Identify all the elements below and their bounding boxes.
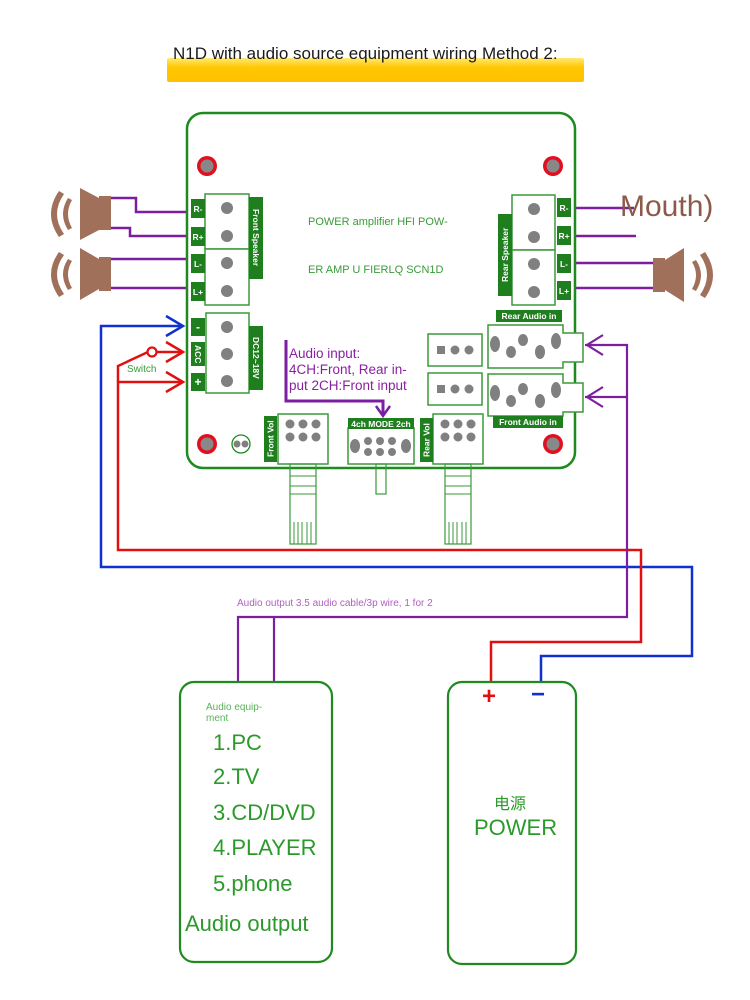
- board-label-line2: ER AMP U FIERLQ SCN1D: [308, 264, 444, 276]
- pin-rear-r-plus: R+: [557, 226, 571, 245]
- power-label-cn: 电源: [494, 796, 527, 813]
- rear-speaker-terminal: [511, 194, 556, 306]
- arrow-ground: [165, 314, 186, 338]
- board-label-line1: POWER amplifier HFI POW-: [308, 216, 448, 228]
- audio-input-pointer: [284, 340, 385, 414]
- arrow-acc: [165, 340, 186, 364]
- mounting-hole-icon: [197, 434, 217, 454]
- front-vol-potentiometer: [277, 413, 329, 545]
- equipment-item: 4.PLAYER: [213, 835, 317, 860]
- audio-equipment-box: [178, 680, 334, 964]
- capacitor-icon: [231, 434, 251, 454]
- negative-terminal-icon: −: [531, 681, 546, 708]
- audio-input-line: 4CH:Front, Rear in-: [289, 362, 407, 377]
- wire-front-r-plus: [110, 226, 188, 238]
- rear-speaker-label: Rear Speaker: [498, 214, 512, 296]
- front-audio-jack: [487, 373, 584, 417]
- audio-input-line: Audio input:: [289, 346, 361, 361]
- page-title: N1D with audio source equipment wiring M…: [173, 44, 558, 63]
- power-label-en: POWER: [474, 815, 558, 840]
- pin-front-r-minus: R-: [191, 199, 205, 218]
- switch-label: Switch: [127, 364, 157, 375]
- pin-positive: +: [191, 373, 205, 391]
- front-vol-label: Front Vol: [264, 416, 277, 462]
- rear-audio-jack: [487, 324, 584, 369]
- switch-contact: [146, 346, 158, 358]
- audio-output-label: Audio output: [185, 911, 309, 936]
- arrow-rear-audio: [584, 334, 604, 356]
- pin-acc: ACC: [191, 342, 205, 366]
- wire-front-r-minus: [110, 196, 188, 214]
- rear-vol-label: Rear Vol: [420, 418, 433, 462]
- mode-switch: [347, 427, 415, 495]
- audio-input-annotation: Audio input: 4CH:Front, Rear in- put 2CH…: [289, 346, 407, 394]
- mounting-hole-icon: [543, 434, 563, 454]
- front-audio-in-label: Front Audio in: [493, 416, 563, 428]
- pin-front-r-plus: R+: [191, 227, 205, 246]
- rear-audio-in-label: Rear Audio in: [496, 310, 562, 322]
- equipment-item: 2.TV: [213, 764, 260, 789]
- power-terminal-label: DC12~18V: [249, 326, 263, 390]
- pin-front-l-minus: L-: [191, 254, 205, 273]
- equipment-item: 3.CD/DVD: [213, 800, 316, 825]
- pin-ground: -: [191, 318, 205, 336]
- front-speaker-terminal: [204, 193, 250, 306]
- pin-rear-l-minus: L-: [557, 254, 571, 273]
- mode-switch-label: 4ch MODE 2ch: [348, 418, 414, 429]
- arrow-front-audio: [584, 386, 604, 408]
- title-banner: N1D with audio source equipment wiring M…: [167, 42, 584, 82]
- front-speaker-label: Front Speaker: [249, 197, 263, 279]
- audio-equipment-heading: Audio equip- ment: [206, 702, 263, 724]
- wire-ground: [99, 324, 694, 683]
- wire-acc-switch: [116, 350, 149, 382]
- header-3pin: [427, 372, 483, 406]
- power-supply-box: [446, 680, 578, 966]
- speaker-front-right-icon: [51, 188, 111, 240]
- power-terminal: [205, 312, 250, 394]
- mounting-hole-icon: [197, 156, 217, 176]
- arrow-positive: [165, 370, 186, 394]
- pin-front-l-plus: L+: [191, 282, 205, 301]
- equipment-item: 5.phone: [213, 871, 293, 896]
- audio-input-arrow: [374, 405, 392, 419]
- speaker-front-left-icon: [51, 248, 111, 300]
- pin-rear-r-minus: R-: [557, 198, 571, 217]
- audio-input-line: put 2CH:Front input: [289, 378, 407, 393]
- header-3pin: [427, 333, 483, 367]
- positive-terminal-icon: +: [482, 683, 497, 710]
- rear-vol-potentiometer: [432, 413, 484, 545]
- cable-label: Audio output 3.5 audio cable/3p wire, 1 …: [237, 598, 433, 609]
- title-highlight: [167, 58, 584, 82]
- mounting-hole-icon: [543, 156, 563, 176]
- speaker-rear-icon: [653, 248, 713, 302]
- wire-audio-cable: [236, 343, 629, 683]
- pin-rear-l-plus: L+: [557, 281, 571, 300]
- mouth-label: Mouth): [620, 190, 714, 223]
- equipment-item: 1.PC: [213, 730, 262, 755]
